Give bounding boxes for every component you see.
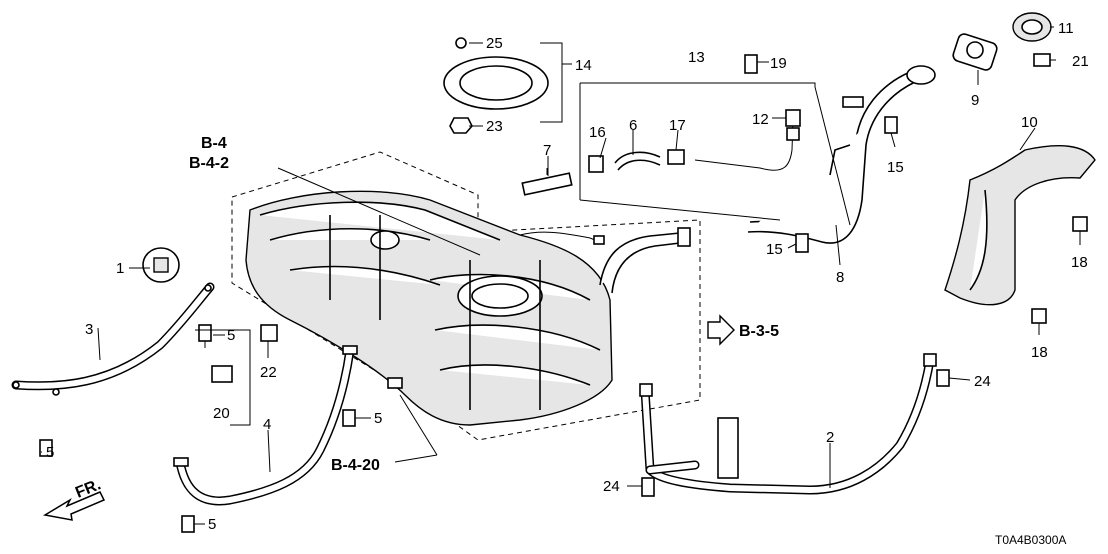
part-21-clip [1033,53,1051,67]
callout-5c: 5 [46,444,54,461]
clip-20 [195,329,251,426]
callout-25: 25 [486,35,503,52]
part-10-splash-shield [944,145,1096,306]
ref-b4-2: B-4-2 [189,155,229,172]
bolt-24a [936,369,950,387]
leader-lines [41,26,1056,525]
ref-b4-20: B-4-20 [331,457,380,474]
callout-19: 19 [770,55,787,72]
ref-arrow-b35-icon [707,314,735,346]
callout-17: 17 [669,117,686,134]
fuel-pump-cover [443,42,572,123]
callout-24a: 24 [974,373,991,390]
bolt-15b [795,233,809,253]
callout-5d: 5 [208,516,216,533]
callout-14: 14 [575,57,592,74]
part-1-cap [142,247,180,283]
front-direction-arrow-icon: FR. [42,476,106,521]
callout-24b: 24 [603,478,620,495]
bolt-5c [39,439,53,457]
bolt-5b [342,409,356,427]
callout-6: 6 [629,117,637,134]
callout-18a: 18 [1071,254,1088,271]
bolt-5a [198,324,212,348]
clip-18a [1072,216,1088,245]
ref-b3-5: B-3-5 [739,323,779,340]
reference-labels: B-4 B-4-2 B-4-20 B-3-5 [189,135,779,474]
callout-10: 10 [1021,114,1038,131]
part-19-clip [744,54,758,74]
callout-21: 21 [1072,53,1089,70]
screw-25 [455,37,467,49]
callout-5b: 5 [374,410,382,427]
callout-9: 9 [971,92,979,109]
diagram-code: T0A4B0300A [995,533,1066,547]
callout-5a: 5 [227,327,235,344]
bolt-15a [884,116,898,148]
clip-18b [1031,308,1047,335]
callout-16: 16 [589,124,606,141]
callout-11: 11 [1058,20,1074,37]
part-9-filler-seal [952,33,998,71]
fuel-vapor-tube-assembly [579,82,851,226]
callout-labels: 1 2 3 4 5 5 5 5 6 7 8 9 10 11 12 13 14 1… [46,20,1089,533]
ref-b4: B-4 [201,135,227,152]
fuel-tank [245,190,691,426]
fuel-filler-pipe [747,65,936,244]
callout-4: 4 [263,416,271,433]
callout-12: 12 [752,111,769,128]
fuel-tank-strap-center [173,345,358,506]
callout-18b: 18 [1031,344,1048,361]
bolt-24b [641,477,655,497]
callout-15b: 15 [766,241,783,258]
callout-20: 20 [213,405,230,422]
tank-region-outline [231,151,701,441]
callout-22: 22 [260,364,277,381]
callout-13: 13 [688,49,705,66]
clip-22 [260,324,278,342]
callout-15a: 15 [887,159,904,176]
part-11-fuel-cap [1012,12,1052,42]
callout-8: 8 [836,269,844,286]
callout-7: 7 [543,142,551,159]
fuel-tank-lower-frame [639,353,937,495]
fuel-tank-strap-left [11,282,215,396]
nut-23 [449,117,473,134]
callout-3: 3 [85,321,93,338]
part-7-valve [521,168,573,196]
callout-23: 23 [486,118,503,135]
bolt-5d [181,515,195,533]
callout-1: 1 [116,260,124,277]
callout-2: 2 [826,429,834,446]
